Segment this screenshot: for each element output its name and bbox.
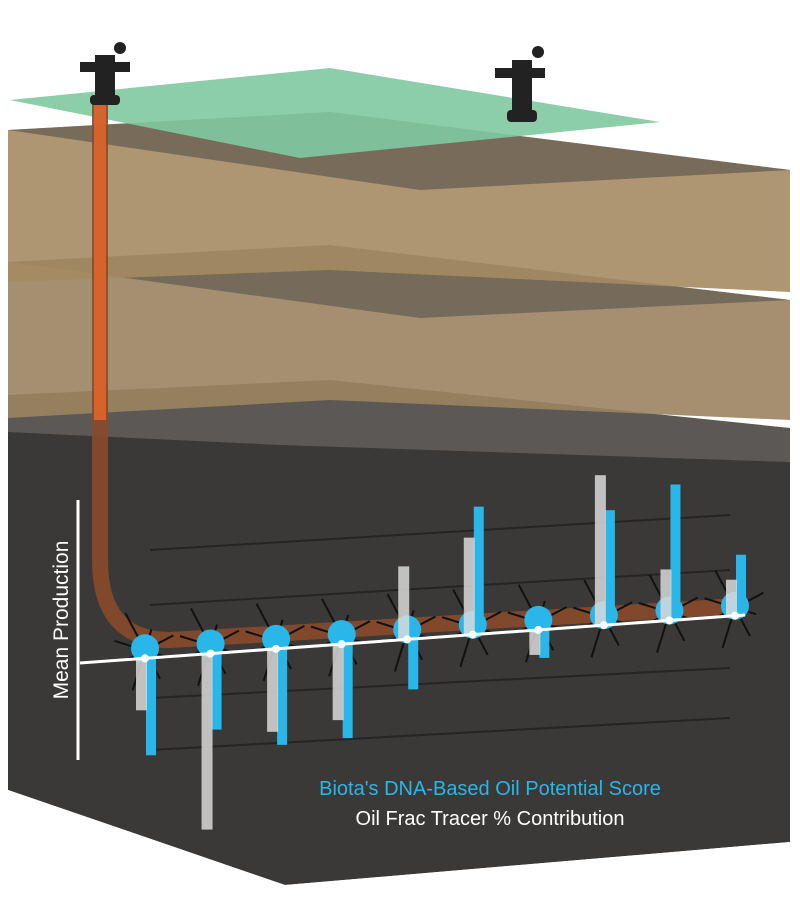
mean-point [337,640,346,649]
vertical-wellbore [92,100,741,649]
stage-marker [131,634,159,663]
bar-dna-score [539,629,550,658]
wellhead-icon [495,46,545,122]
stage-marker [327,620,356,649]
bar-dna-score [670,484,681,621]
mean-production-line [79,613,746,665]
bar-dna-score [604,510,615,626]
mean-point [731,611,739,620]
mean-point [468,630,477,639]
legend-dna-score: Biota's DNA-Based Oil Potential Score [319,778,661,800]
bar-frac-tracer [332,644,344,721]
bar-dna-score [277,648,288,745]
bar-frac-tracer [529,629,541,655]
bar-dna-score [211,653,222,730]
mean-point [141,654,149,663]
mean-point [206,649,215,658]
bar-dna-score [408,639,419,690]
bar-dna-score [342,644,353,739]
bar-dna-score [473,506,484,635]
mean-point [534,625,543,634]
ground-surface [10,68,660,158]
stage-marker [196,629,225,658]
bar-frac-tracer [136,658,147,711]
bar-frac-tracer [594,475,606,626]
mean-point [272,644,281,653]
mean-point [665,616,674,625]
bar-frac-tracer [267,648,279,732]
bar-frac-tracer [660,569,672,621]
bar-dna-score [146,658,156,756]
grid-lines [149,514,731,751]
bar-frac-tracer [201,653,213,830]
mean-point [599,621,608,630]
bar-frac-tracer [398,566,410,640]
bar-frac-tracer [726,579,737,616]
bar-dna-score [736,554,746,616]
mean-point [403,635,412,644]
stage-marker [262,624,291,653]
bar-frac-tracer [463,537,475,635]
y-axis-label: Mean Production [50,540,73,700]
reservoir-floor [0,790,790,898]
stage-marker [524,605,553,634]
wellhead-icon [80,42,130,105]
legend-frac-tracer: Oil Frac Tracer % Contribution [355,808,625,830]
bar-group [79,475,764,830]
